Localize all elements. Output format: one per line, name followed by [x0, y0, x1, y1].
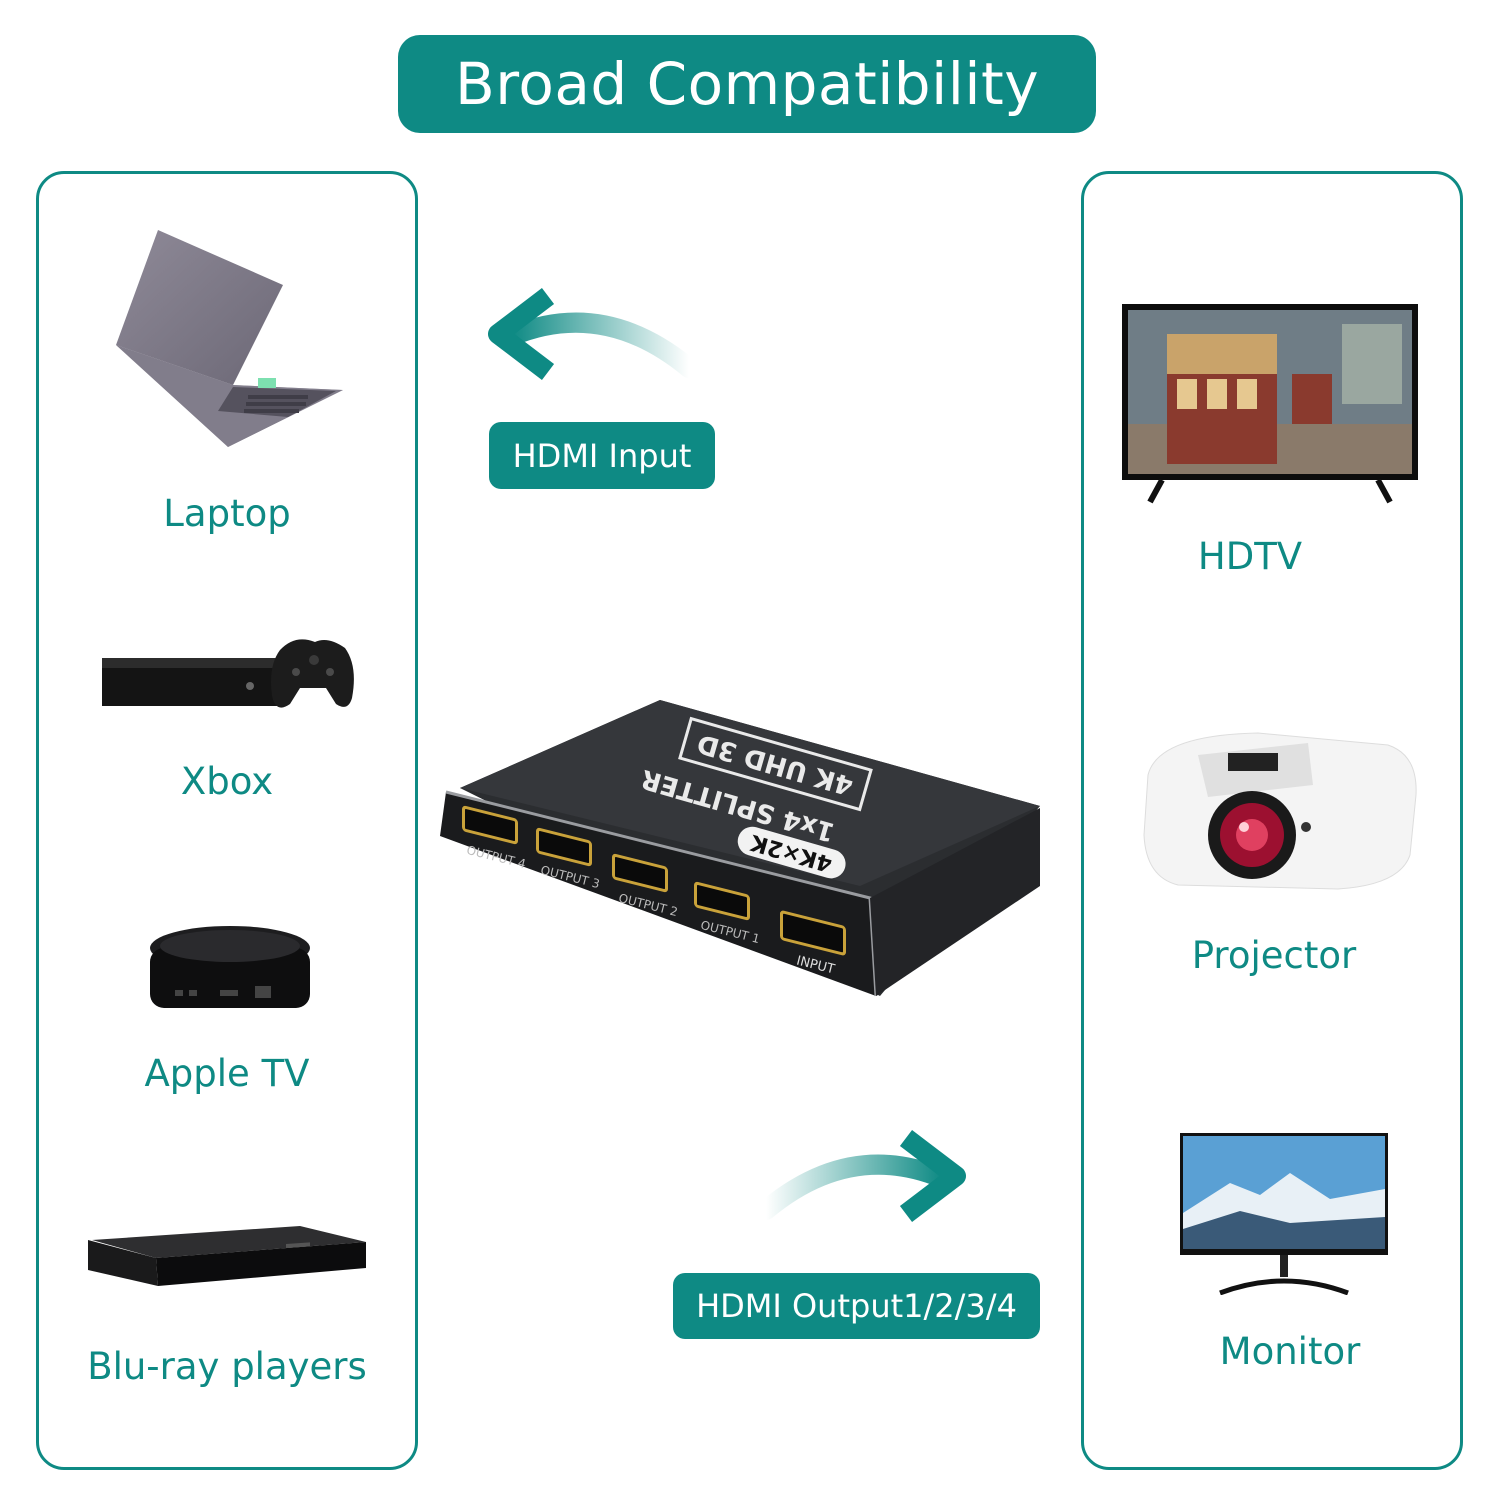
display-label-projector: Projector	[1191, 934, 1357, 977]
xbox-icon	[102, 639, 354, 708]
hdmi-output-tag: HDMI Output1/2/3/4	[673, 1273, 1040, 1339]
hdmi-input-tag: HDMI Input	[489, 422, 715, 489]
hdtv-icon	[1122, 304, 1418, 504]
source-label-xbox: Xbox	[180, 760, 274, 803]
blu-ray-player-icon	[88, 1226, 366, 1286]
display-label-hdtv: HDTV	[1197, 535, 1303, 578]
source-label-laptop: Laptop	[163, 492, 291, 535]
laptop-icon	[116, 230, 343, 447]
page-title: Broad Compatibility	[398, 35, 1096, 133]
source-label-apple-tv: Apple TV	[144, 1052, 310, 1095]
apple-tv-icon	[150, 926, 310, 1008]
source-label-blu-ray: Blu-ray players	[87, 1345, 367, 1388]
arrow-right-icon	[760, 1130, 966, 1222]
monitor-icon	[1180, 1133, 1388, 1295]
projector-icon	[1143, 732, 1417, 890]
arrow-left-icon	[488, 288, 694, 380]
display-label-monitor: Monitor	[1219, 1330, 1361, 1373]
